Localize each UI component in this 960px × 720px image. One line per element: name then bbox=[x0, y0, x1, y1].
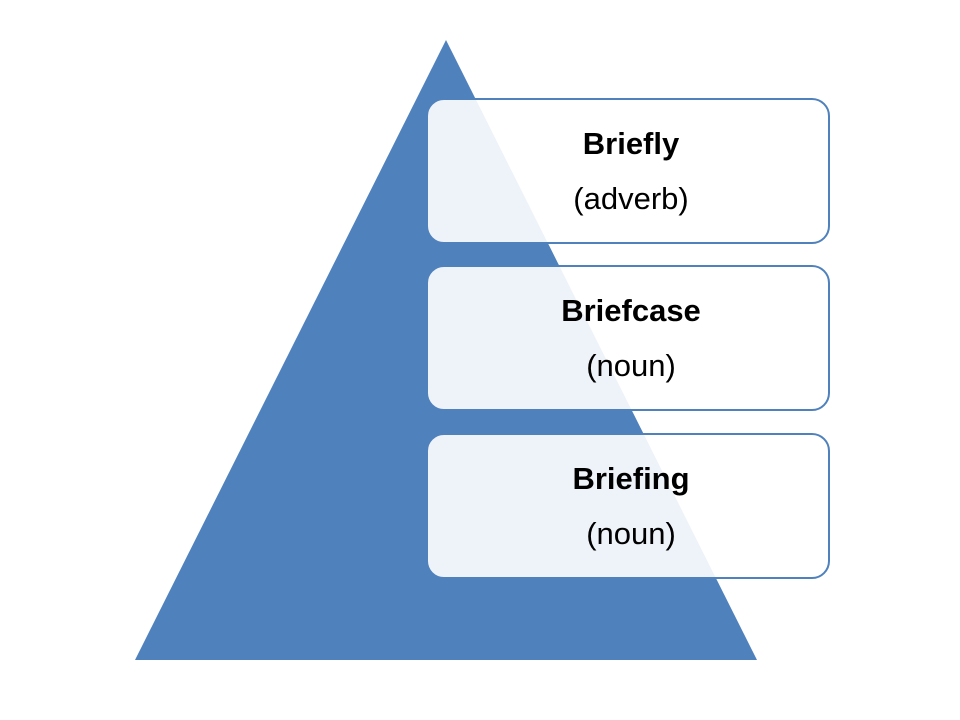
level-part-of-speech: (noun) bbox=[586, 516, 676, 551]
level-part-of-speech: (noun) bbox=[586, 348, 676, 383]
level-box-2: Briefcase (noun) bbox=[426, 265, 830, 411]
level-word: Briefing bbox=[572, 461, 690, 496]
level-box-1: Briefly (adverb) bbox=[426, 98, 830, 244]
level-box-3: Briefing (noun) bbox=[426, 433, 830, 579]
level-word: Briefcase bbox=[561, 293, 701, 328]
level-part-of-speech: (adverb) bbox=[573, 181, 689, 216]
level-word: Briefly bbox=[582, 126, 680, 161]
